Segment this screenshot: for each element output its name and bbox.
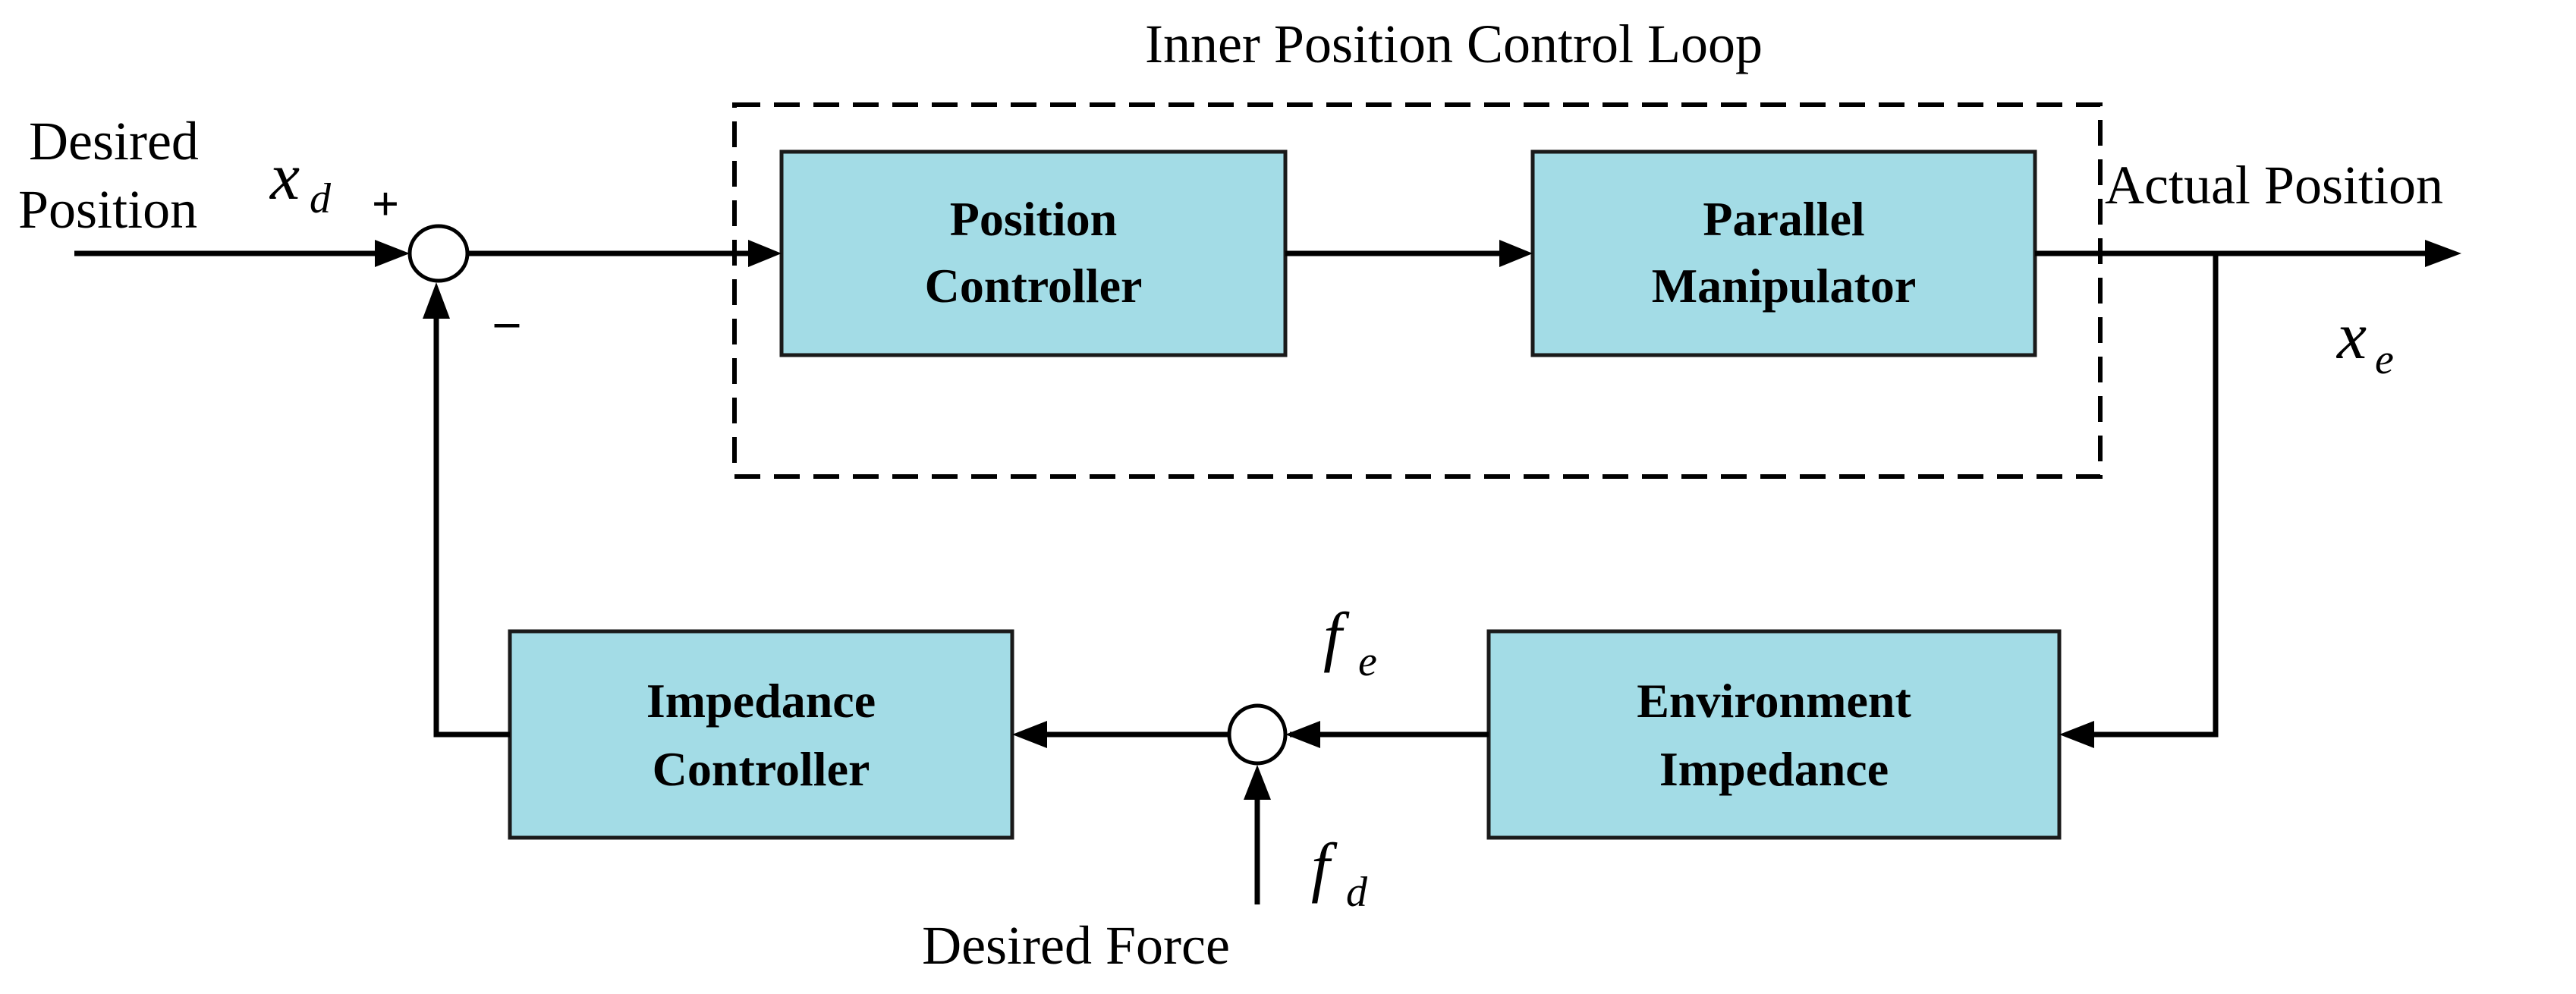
- parallel-manipulator-label-line1: Parallel: [1703, 192, 1864, 246]
- svg-text:f: f: [1323, 600, 1350, 674]
- arrow-into-manipulator: [1499, 240, 1533, 267]
- desired-position-label-line1: Desired: [29, 111, 199, 171]
- arrow-into-sum-top: [375, 240, 410, 267]
- impedance-controller-label-line2: Controller: [653, 742, 870, 796]
- position-summing-junction: [407, 224, 470, 283]
- desired-force-label: Desired Force: [922, 915, 1230, 976]
- inner-loop-frame: [732, 102, 2103, 479]
- impedance-controller-label-line1: Impedance: [646, 674, 876, 728]
- arrow-into-sum-bottom: [423, 282, 450, 319]
- svg-text:d: d: [1346, 869, 1368, 916]
- svg-text:e: e: [2375, 336, 2394, 383]
- svg-text:x: x: [2335, 300, 2367, 373]
- svg-text:f: f: [1311, 831, 1338, 904]
- arrow-actual-position-out: [2425, 240, 2461, 267]
- position-controller-label-line1: Position: [950, 192, 1117, 246]
- actual-position-label: Actual Position: [2105, 155, 2443, 215]
- inner-loop-label: Inner Position Control Loop: [1145, 14, 1763, 74]
- arrow-into-position-controller: [748, 240, 782, 267]
- minus-sign: –: [494, 294, 520, 348]
- wire-impedance-to-sum: [433, 319, 510, 738]
- environment-impedance-block: Environment Impedance: [1486, 629, 2062, 840]
- fd-symbol: f d: [1311, 831, 1368, 916]
- svg-text:d: d: [310, 175, 332, 222]
- wire-feedback-to-environment: [2094, 253, 2219, 738]
- parallel-manipulator-label-line2: Manipulator: [1652, 259, 1916, 313]
- position-controller-block: Position Controller: [779, 149, 1288, 357]
- svg-text:x: x: [269, 140, 300, 214]
- xe-symbol: x e: [2335, 300, 2394, 383]
- plus-sign: +: [372, 177, 399, 231]
- desired-position-label-line2: Position: [18, 179, 197, 240]
- arrow-desired-force-up: [1244, 765, 1271, 800]
- position-controller-label-line2: Controller: [925, 259, 1143, 313]
- arrow-into-impedance-controller: [1012, 721, 1047, 748]
- svg-text:e: e: [1358, 638, 1377, 685]
- arrow-into-environment: [2059, 721, 2094, 748]
- environment-impedance-label-line2: Impedance: [1659, 742, 1889, 796]
- parallel-manipulator-block: Parallel Manipulator: [1530, 149, 2037, 357]
- force-summing-junction: [1227, 703, 1288, 766]
- xd-symbol: x d: [269, 140, 332, 222]
- arrow-into-force-sum: [1285, 721, 1320, 748]
- environment-impedance-label-line1: Environment: [1637, 674, 1911, 728]
- impedance-controller-block: Impedance Controller: [508, 629, 1014, 840]
- fe-symbol: f e: [1323, 600, 1377, 685]
